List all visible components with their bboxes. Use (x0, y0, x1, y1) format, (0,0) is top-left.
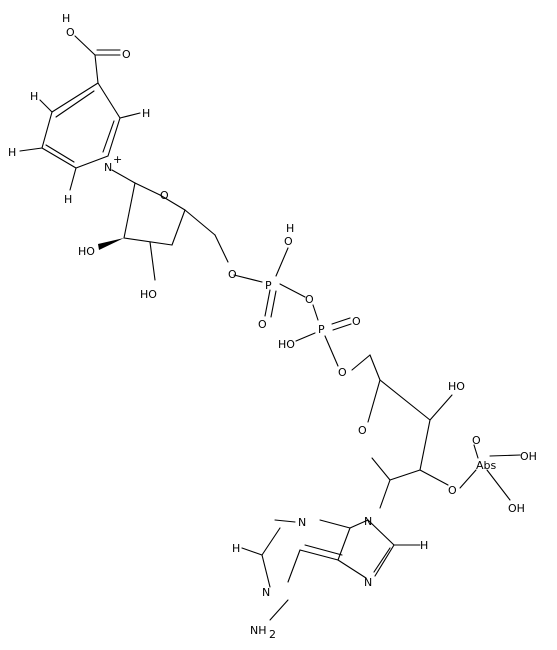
acid-o-top-label: O (66, 26, 75, 39)
phosphate-2-ho-label: HO (278, 338, 295, 351)
phosphate-3-label: Abs (476, 459, 497, 472)
adenine-amino-label: NH (250, 624, 267, 637)
ribose2-ring-o-label: O (358, 424, 367, 437)
phosphate-2-o5-label: O (338, 366, 347, 379)
phosphate-1-label: P (265, 279, 272, 292)
pyridine-h2-label: H (8, 146, 16, 159)
phosphate-3-oh-1-label: OH (520, 450, 537, 463)
ribose1-o5-label: O (228, 268, 237, 281)
ribose2-o2-label: O (448, 484, 457, 497)
adenine-h2-label: H (232, 542, 240, 555)
adenine-amino-sub-label: 2 (269, 628, 276, 641)
phosphate-2-label: P (318, 323, 325, 336)
phosphate-1-oh-h-label: H (286, 222, 294, 235)
acid-h-top-label: H (62, 12, 70, 25)
ribose2-ho-label: HO (448, 380, 465, 393)
adenine-n3-label: N (298, 516, 306, 529)
phosphate-3-oh-2-label: OH (508, 502, 525, 515)
ribose-2 (367, 379, 521, 509)
ribose1-ho-2-label: HO (140, 288, 157, 301)
ribose-1 (98, 182, 229, 281)
atom-labels: O H O H H H H N + O HO HO O P O H O O P … (8, 12, 537, 641)
adenine (241, 519, 421, 621)
ribose1-ho-1-label: HO (78, 245, 95, 258)
phosphate-1-dbl-o-label: O (258, 318, 267, 331)
pyridinium-ring (19, 82, 141, 191)
pyridinium-n-label: N (104, 161, 112, 174)
adenine-n9-label: N (364, 515, 372, 528)
adenine-n7-label: N (364, 576, 372, 589)
pyridine-h3-label: H (64, 193, 72, 206)
diphosphate-bridge (233, 247, 381, 381)
glycosidic-bond-1 (111, 169, 136, 184)
pyridine-h1-label: H (30, 90, 38, 103)
pyridine-h4-label: H (142, 107, 150, 120)
acid-o-right-label: O (122, 48, 131, 61)
pyridinium-charge-label: + (113, 153, 122, 166)
ribose1-ring-o-label: O (160, 189, 169, 202)
phosphate-2-dbl-o-label: O (352, 315, 361, 328)
phosphate-1-oh-o-label: O (284, 235, 293, 248)
adenine-h8-label: H (420, 539, 428, 552)
phosphate-3-o-top-label: O (472, 434, 481, 447)
bridge-o-label: O (305, 293, 314, 306)
adenine-n1-label: N (262, 586, 270, 599)
carboxylic-acid (74, 35, 121, 84)
